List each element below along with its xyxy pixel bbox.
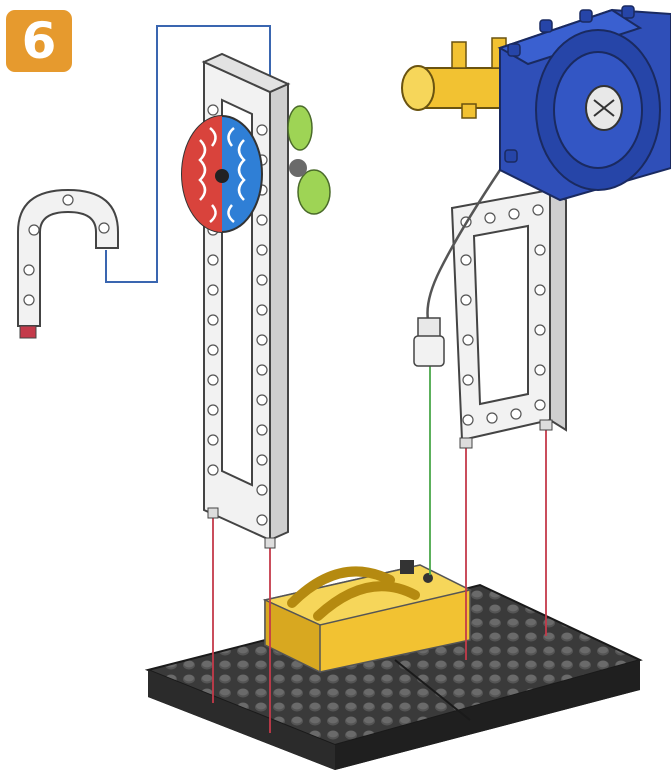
motor-unit (402, 6, 671, 200)
short-frame (452, 190, 566, 448)
plug-icon (414, 336, 444, 366)
connector-port-icon (423, 573, 433, 583)
fan-blade (288, 106, 330, 214)
spiral-disc (182, 116, 262, 232)
battery-switch-icon (400, 560, 414, 574)
arch-connector (18, 190, 118, 338)
